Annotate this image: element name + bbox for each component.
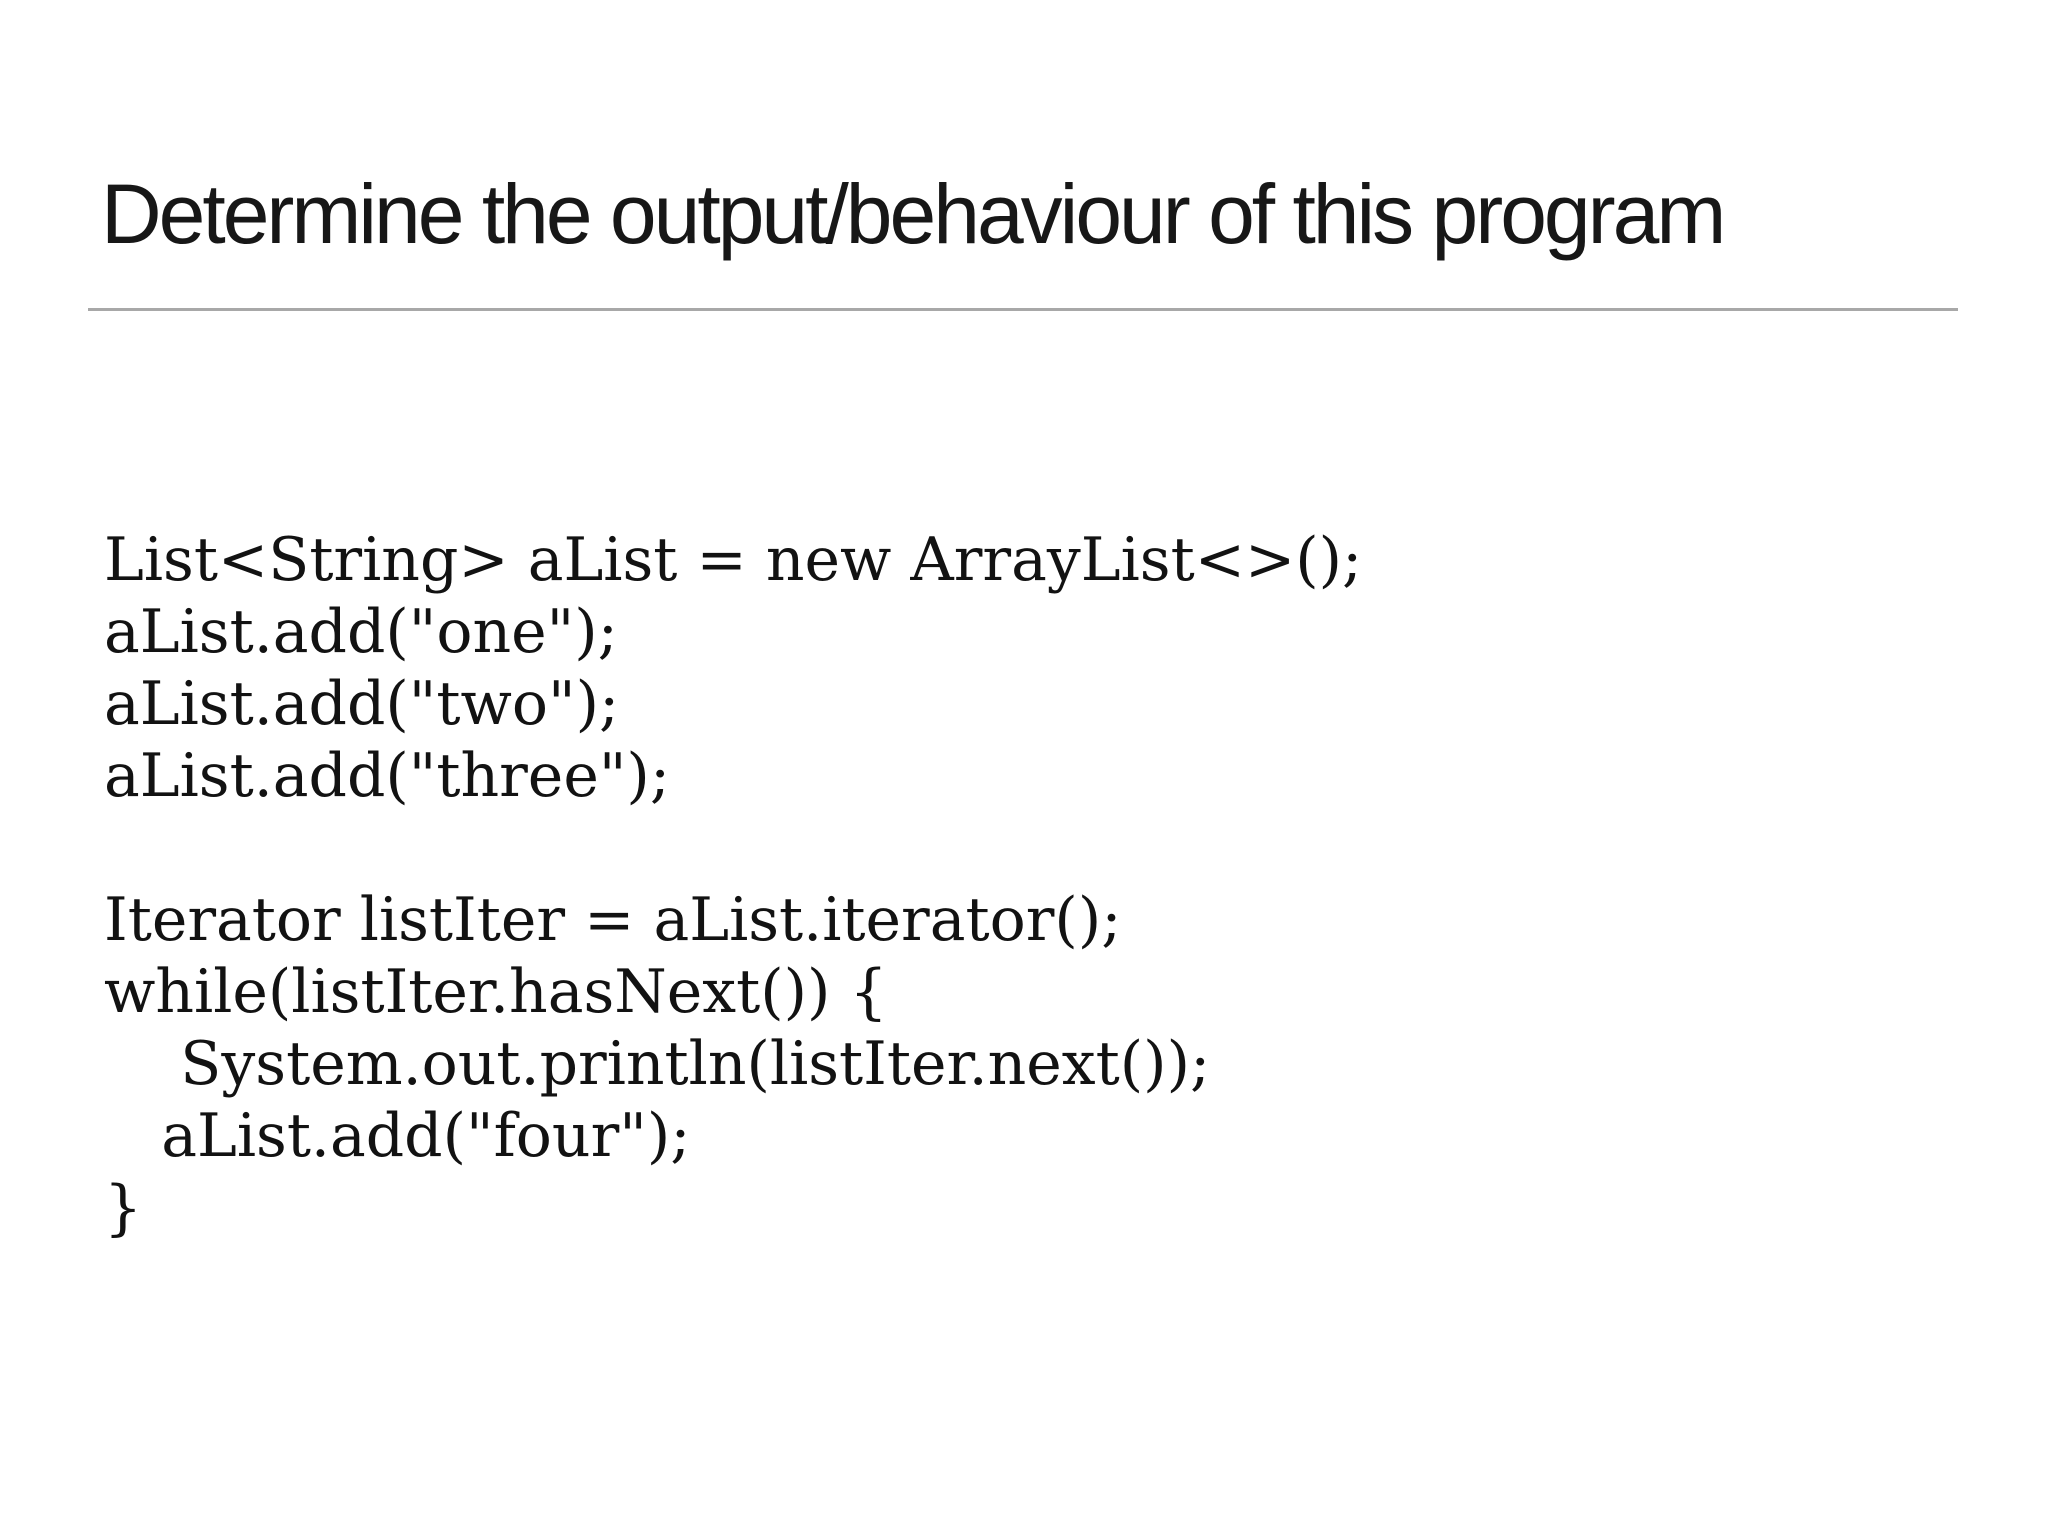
code-line-1: List<String> aList = new ArrayList<>();: [104, 525, 1363, 595]
title-divider: [88, 308, 1958, 311]
code-line-9: aList.add("four");: [104, 1101, 691, 1171]
code-line-6: Iterator listIter = aList.iterator();: [104, 885, 1122, 955]
code-line-5: [104, 812, 1362, 884]
code-line-3: aList.add("two");: [104, 669, 620, 739]
code-line-7: while(listIter.hasNext()) {: [104, 957, 888, 1027]
code-line-2: aList.add("one");: [104, 597, 618, 667]
code-line-10: }: [104, 1173, 143, 1243]
code-block: List<String> aList = new ArrayList<>(); …: [104, 524, 1362, 1244]
code-line-4: aList.add("three");: [104, 741, 671, 811]
code-line-8: System.out.println(listIter.next());: [104, 1029, 1211, 1099]
page-title: Determine the output/behaviour of this p…: [101, 167, 1726, 261]
